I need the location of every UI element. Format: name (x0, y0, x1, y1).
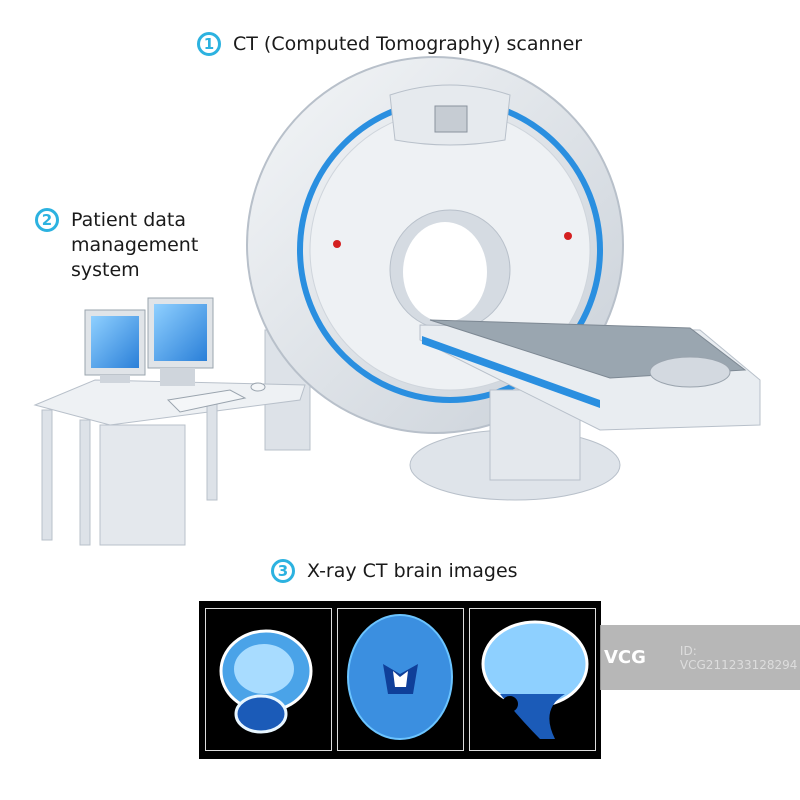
control-display (434, 105, 468, 133)
indicator-light (564, 232, 572, 240)
indicator-light (333, 240, 341, 248)
patient-table (409, 319, 761, 501)
label-text: Patient data management system (71, 208, 198, 283)
keyboard (166, 389, 247, 413)
brain-image-axial (337, 608, 464, 751)
label-line: management (71, 234, 199, 256)
label-text: CT (Computed Tomography) scanner (233, 33, 583, 55)
watermark-logo: VCG (604, 647, 646, 668)
mouse (250, 382, 266, 392)
label-ct-scanner: 1 CT (Computed Tomography) scanner (197, 32, 582, 57)
label-line: Patient data (71, 209, 186, 231)
computer-tower (99, 424, 186, 546)
number-badge: 2 (35, 208, 59, 232)
number-badge: 1 (197, 32, 221, 56)
brain-images-strip (199, 601, 601, 759)
brain-image-sagittal (469, 608, 596, 751)
label-line: system (71, 259, 140, 281)
watermark-id: ID: VCG211233128294 (679, 643, 798, 672)
label-brain-images: 3 X-ray CT brain images (271, 559, 518, 584)
number-badge: 3 (271, 559, 295, 583)
label-text: X-ray CT brain images (307, 560, 518, 582)
workstation-desk (33, 297, 306, 546)
brain-image-coronal (205, 608, 332, 751)
watermark: VCG ID: VCG211233128294 (600, 625, 800, 690)
label-patient-data-system: 2 Patient data management system (35, 208, 198, 283)
